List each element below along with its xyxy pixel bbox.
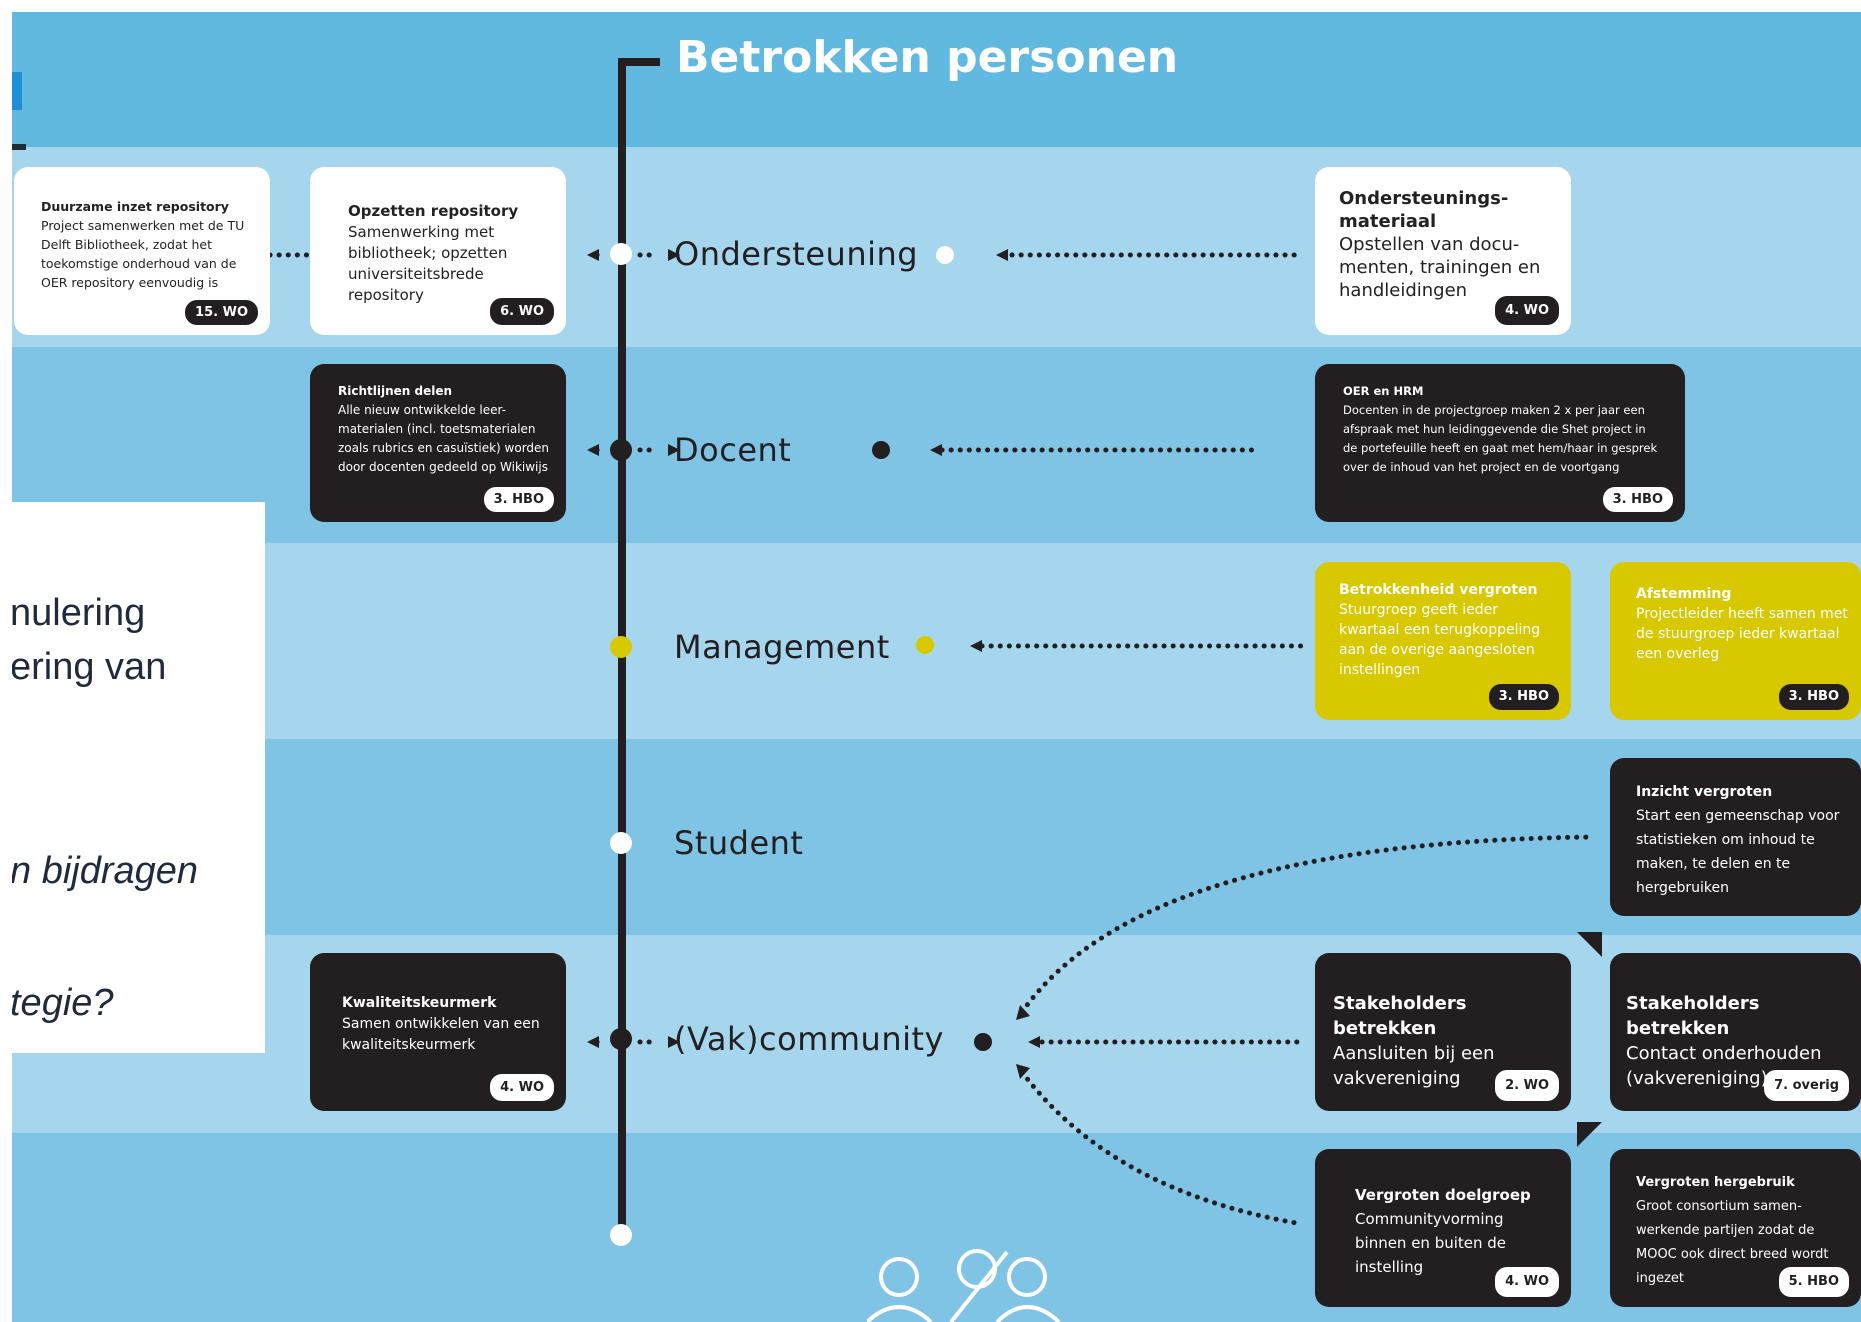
card-title: Vergroten hergebruik	[1636, 1175, 1795, 1190]
overlay-line-1: nulering	[12, 592, 146, 634]
card-richtlijnen-delen: Richtlijnen delen Alle nieuw ontwikkelde…	[310, 364, 566, 522]
header-band	[12, 12, 1861, 147]
band-student	[12, 739, 1861, 935]
card-badge: 4. WO	[1495, 1267, 1559, 1297]
card-body: Project samenwerken met de TU Delft Bibl…	[41, 218, 245, 290]
corner-marker-1	[1577, 932, 1602, 957]
card-badge: 15. WO	[185, 300, 258, 325]
node-bottom	[610, 1224, 632, 1246]
card-body: Aansluiten bij een vakvereniging	[1333, 1043, 1495, 1089]
overlay-line-4: tegie?	[12, 982, 114, 1024]
timeline-cap	[618, 58, 660, 66]
connector-student-curve	[1019, 834, 1595, 1015]
arrowhead-ondersteuning-right	[668, 249, 680, 261]
card-body: Communityvorming binnen en buiten de ins…	[1355, 1210, 1507, 1276]
arrowhead-vak-right	[668, 1036, 680, 1048]
node-management	[610, 636, 632, 658]
card-title: Richtlijnen delen	[338, 384, 453, 398]
arrowhead-doelgroep-curve	[1016, 1064, 1030, 1079]
card-title: Ondersteunings- materiaal	[1339, 188, 1509, 232]
category-management: Management	[674, 628, 890, 666]
card-title: Opzetten repository	[348, 202, 519, 220]
connectors	[267, 249, 1602, 1227]
connector-doelgroep-curve	[1019, 1069, 1305, 1227]
card-betrokkenheid-vergroten: Betrokkenheid vergroten Stuurgroep geeft…	[1315, 562, 1571, 720]
card-title: Stakeholders betrekken	[1333, 993, 1467, 1039]
card-vergroten-hergebruik: Vergroten hergebruik Groot consortium sa…	[1610, 1149, 1861, 1307]
edge-fragment-dark	[12, 144, 26, 150]
arrowhead-vak-left	[587, 1036, 599, 1048]
card-afstemming: Afstemming Projectleider heeft samen met…	[1610, 562, 1861, 720]
arrowhead-student-curve	[1016, 1005, 1030, 1020]
diagram-canvas: Betrokken personen Ondersteuning Docent …	[12, 12, 1861, 1322]
node-student	[610, 832, 632, 854]
arrowhead-ondersteuning-cat	[996, 249, 1008, 261]
card-badge: 5. HBO	[1778, 1267, 1849, 1297]
card-opzetten-repository: Opzetten repository Samenwerking met bib…	[310, 167, 566, 335]
arrowhead-management-cat	[970, 640, 982, 652]
node-vakcommunity	[610, 1028, 632, 1050]
arrowhead-docent-right	[668, 444, 680, 456]
card-badge: 3. HBO	[483, 487, 554, 512]
card-title: Afstemming	[1636, 586, 1732, 602]
card-badge: 4. WO	[1495, 296, 1559, 325]
category-dot-docent	[872, 441, 890, 459]
card-duurzame-inzet: Duurzame inzet repository Project samenw…	[14, 167, 270, 335]
node-ondersteuning	[610, 243, 632, 265]
category-ondersteuning: Ondersteuning	[674, 235, 919, 273]
category-student: Student	[674, 824, 804, 862]
card-body: Docenten in de projectgroep maken 2 x pe…	[1343, 403, 1658, 474]
corner-marker-2	[1577, 1122, 1602, 1147]
card-badge: 3. HBO	[1488, 684, 1559, 710]
arrowhead-ondersteuning-left	[587, 249, 599, 261]
card-title: Duurzame inzet repository	[41, 199, 229, 214]
category-dot-vakcommunity	[974, 1033, 992, 1051]
card-body: Alle nieuw ontwikkelde leer- materialen …	[338, 403, 550, 474]
arrowhead-docent-left	[587, 444, 599, 456]
card-kwaliteitskeurmerk: Kwaliteitskeurmerk Samen ontwikkelen van…	[310, 953, 566, 1111]
category-dot-management	[916, 636, 934, 654]
diagram-title: Betrokken personen	[676, 32, 1179, 83]
card-ondersteuningsmateriaal: Ondersteunings- materiaal Opstellen van …	[1315, 167, 1571, 335]
card-badge: 3. HBO	[1602, 487, 1673, 512]
card-inzicht-vergroten: Inzicht vergroten Start een gemeenschap …	[1610, 758, 1861, 916]
card-body: Projectleider heeft samen met de stuurgr…	[1636, 606, 1848, 662]
arrowhead-vak-cat	[1028, 1036, 1040, 1048]
card-title: Inzicht vergroten	[1636, 784, 1773, 800]
card-stakeholders-betrekken-2: Stakeholders betrekken Contact onderhoud…	[1610, 953, 1861, 1111]
overlay-panel: nulering ering van n bijdragen tegie?	[12, 502, 265, 1053]
card-title: Kwaliteitskeurmerk	[342, 995, 497, 1011]
node-docent	[610, 439, 632, 461]
card-body: Samen ontwikkelen van een kwaliteitskeur…	[342, 1016, 540, 1053]
card-badge: 2. WO	[1495, 1070, 1559, 1101]
overlay-line-2: ering van	[12, 646, 167, 688]
card-badge: 3. HBO	[1778, 684, 1849, 710]
category-dot-ondersteuning	[936, 246, 954, 264]
card-title: Betrokkenheid vergroten	[1339, 582, 1538, 598]
card-body: Opstellen van docu- menten, trainingen e…	[1339, 234, 1541, 301]
category-docent: Docent	[674, 431, 792, 469]
edge-fragment-blue	[12, 72, 22, 110]
card-body: Contact onderhouden (vakvereniging)	[1626, 1043, 1822, 1089]
card-title: Stakeholders betrekken	[1626, 993, 1760, 1039]
people-icon	[867, 1249, 1061, 1322]
card-badge: 4. WO	[490, 1074, 554, 1101]
card-title: OER en HRM	[1343, 384, 1424, 398]
card-body: Start een gemeenschap voor statistieken …	[1636, 808, 1840, 896]
card-body: Groot consortium samen- werkende partije…	[1636, 1199, 1829, 1286]
card-badge: 7. overig	[1764, 1070, 1849, 1101]
card-oer-hrm: OER en HRM Docenten in de projectgroep m…	[1315, 364, 1685, 522]
card-stakeholders-betrekken-1: Stakeholders betrekken Aansluiten bij ee…	[1315, 953, 1571, 1111]
card-vergroten-doelgroep: Vergroten doelgroep Communityvorming bin…	[1315, 1149, 1571, 1307]
arrowhead-docent-cat	[930, 444, 942, 456]
card-body: Samenwerking met bibliotheek; opzetten u…	[348, 223, 508, 304]
card-badge: 6. WO	[490, 298, 554, 325]
card-body: Stuurgroep geeft ieder kwartaal een teru…	[1339, 602, 1541, 678]
category-vakcommunity: (Vak)community	[674, 1020, 944, 1058]
overlay-line-3: n bijdragen	[12, 850, 199, 892]
card-title: Vergroten doelgroep	[1355, 1186, 1531, 1204]
